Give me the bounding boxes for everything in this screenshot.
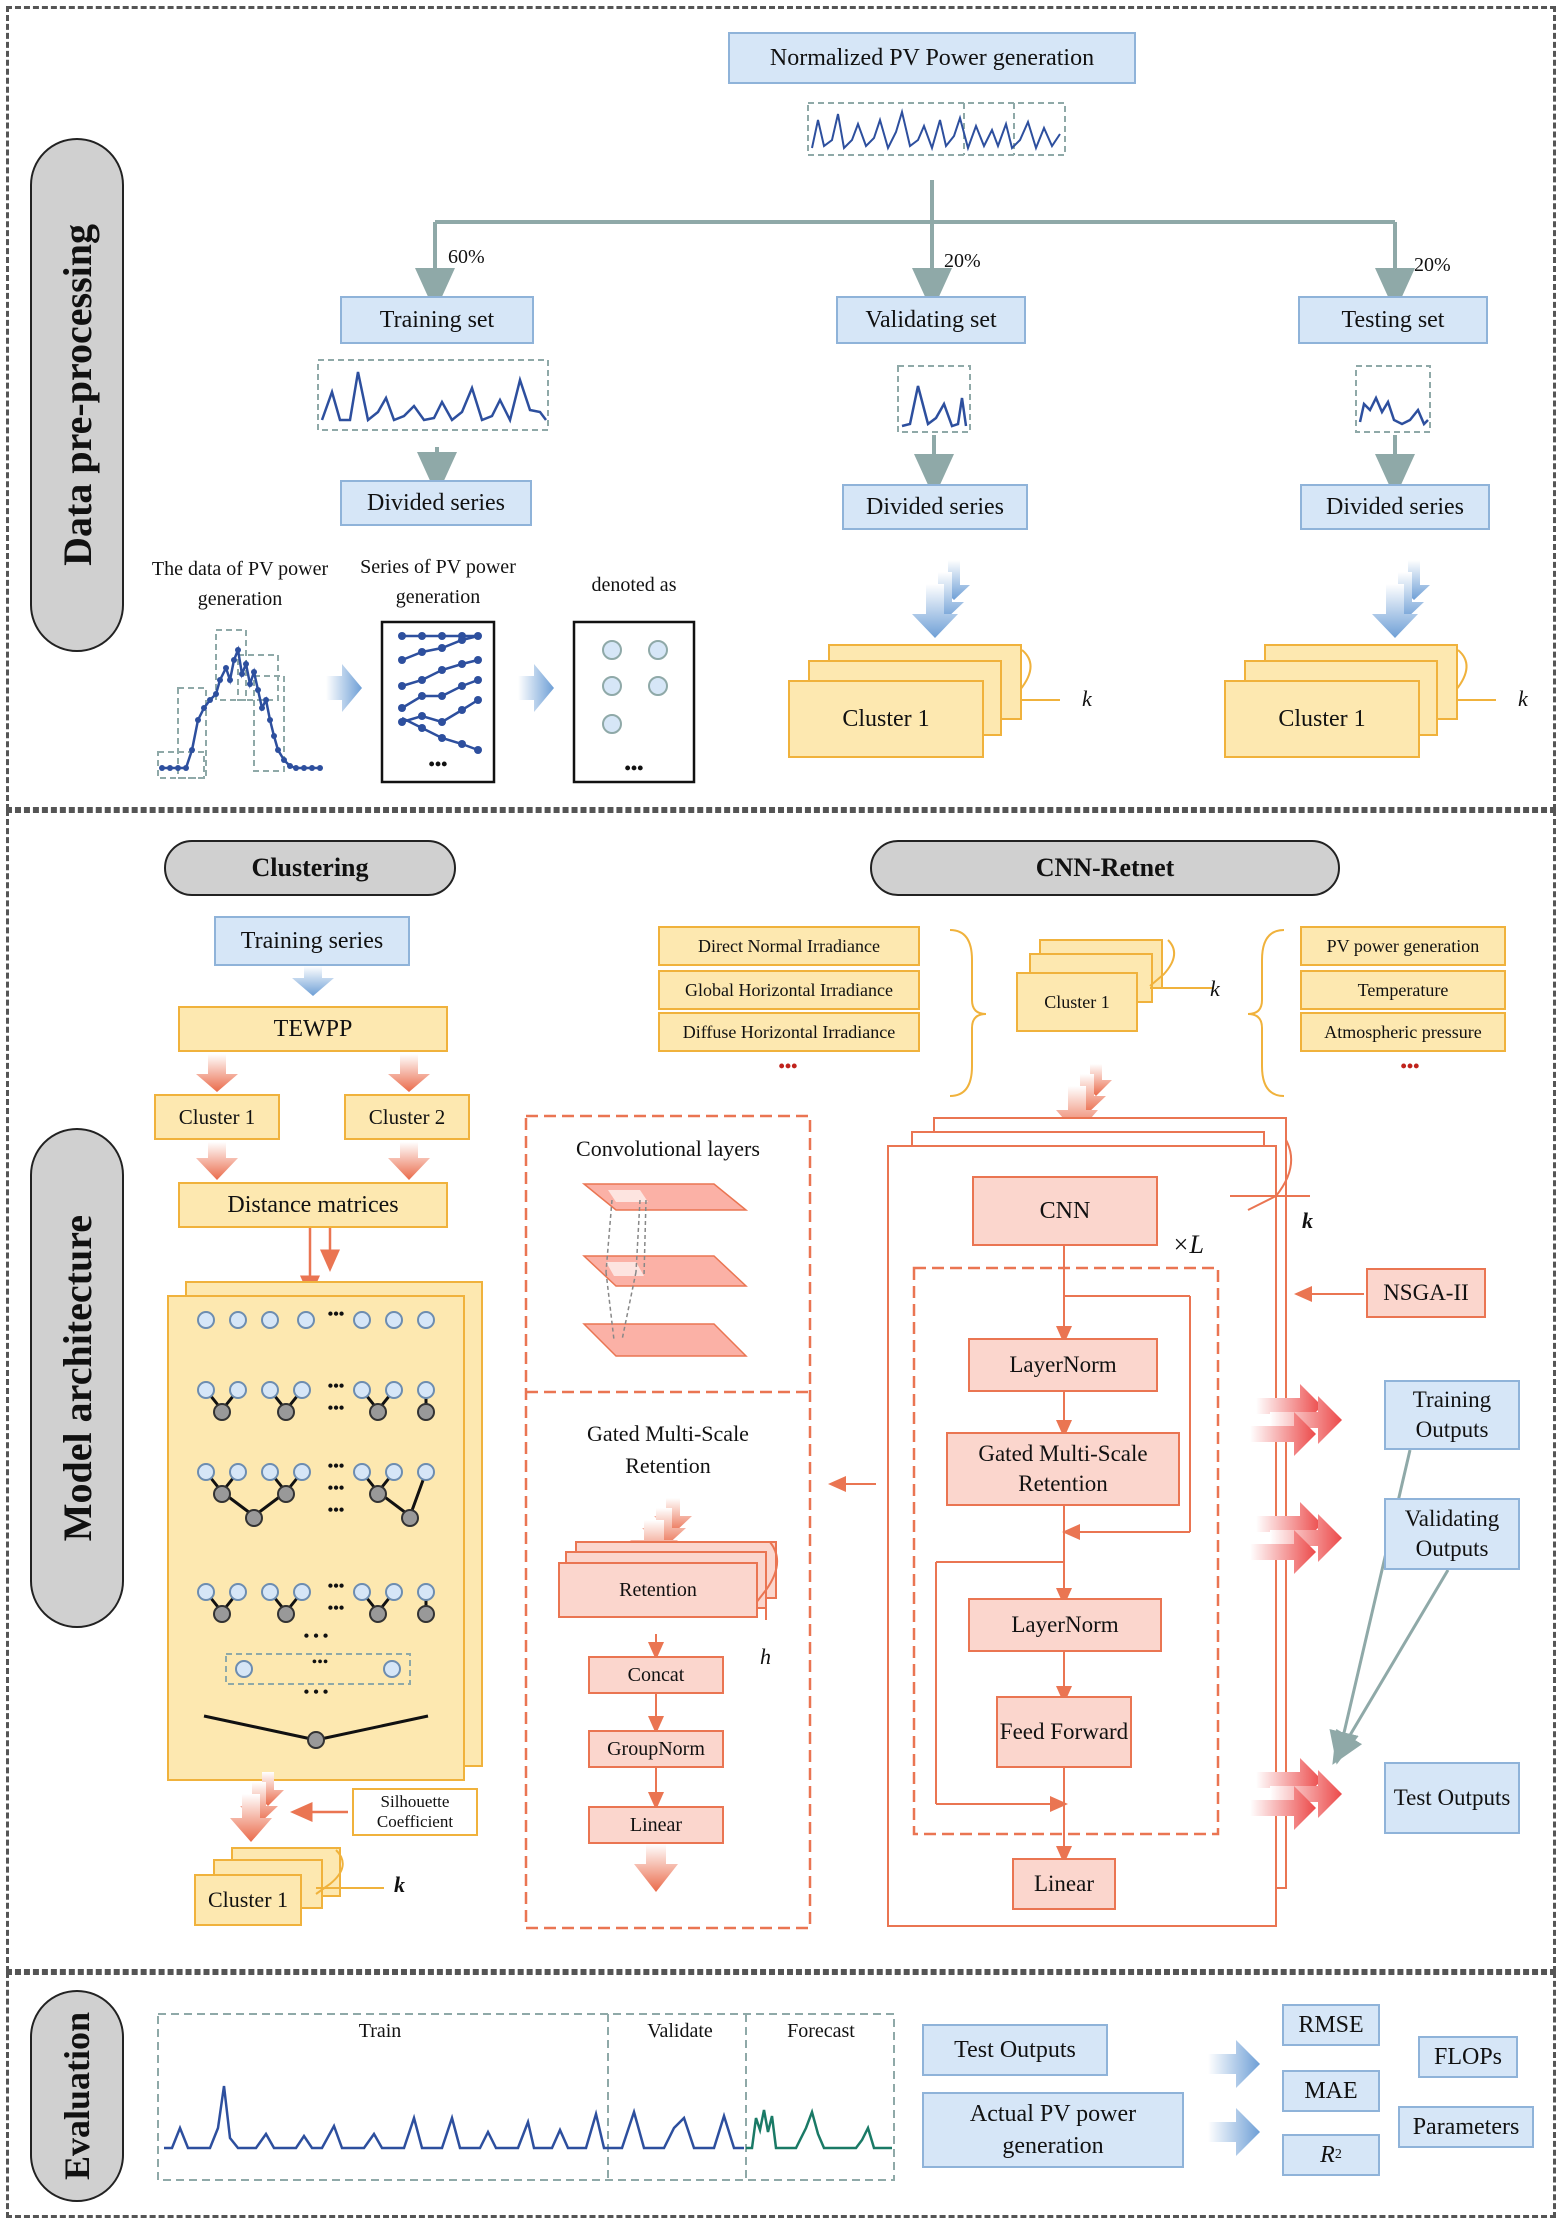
rmse-box: RMSE (1282, 2004, 1380, 2046)
eval-actual: Actual PV power generation (922, 2092, 1184, 2168)
model-pill: Model architecture (30, 1128, 124, 1628)
times-l-label: ×L (1172, 1230, 1205, 1259)
training-set-box: Training set (340, 296, 534, 344)
tree-dots-3: ••• (327, 1400, 345, 1417)
test-k-label: k (1518, 686, 1528, 711)
pct-test-label: 20% (1414, 254, 1451, 276)
divided-series-valid: Divided series (842, 484, 1028, 530)
denoted-ellipsis: ••• (624, 758, 644, 778)
tree-dots-8: ••• (327, 1600, 345, 1617)
frame-k-label: k (1302, 1208, 1313, 1233)
retention-h: h (760, 1644, 771, 1669)
mae-box: MAE (1282, 2070, 1380, 2112)
tree-dots-4: ••• (327, 1458, 345, 1475)
cluster2-box: Cluster 2 (344, 1094, 470, 1140)
feature-dhi: Diffuse Horizontal Irradiance (658, 1012, 920, 1052)
r2-sup: 2 (1334, 2147, 1342, 2162)
eval-train-label: Train (358, 2020, 402, 2042)
tree-dots-7: ••• (327, 1578, 345, 1595)
tree-vdots-3: • • • (303, 1684, 329, 1701)
cluster-out-k: k (394, 1872, 405, 1897)
normalized-pv-box: Normalized PV Power generation (728, 32, 1136, 84)
gmsr-block-box: Gated Multi-Scale Retention (946, 1432, 1180, 1506)
preprocessing-section (6, 6, 1556, 810)
layernorm-1-box: LayerNorm (968, 1338, 1158, 1392)
tewpp-box: TEWPP (178, 1006, 448, 1052)
eval-forecast-label: Forecast (787, 2020, 855, 2042)
tree-vdots-2: ••• (311, 1654, 329, 1671)
training-series-box: Training series (214, 916, 410, 966)
pct-valid-label: 20% (944, 250, 981, 272)
divided-series-test: Divided series (1300, 484, 1490, 530)
tree-dots-2: ••• (327, 1378, 345, 1395)
feature-pv: PV power generation (1300, 926, 1506, 966)
nsga-box: NSGA-II (1366, 1268, 1486, 1318)
validating-set-box: Validating set (836, 296, 1026, 344)
tree-dots-5: ••• (327, 1480, 345, 1497)
silhouette-box: Silhouette Coefficient (352, 1788, 478, 1836)
divided-series-train: Divided series (340, 480, 532, 526)
cluster1-box: Cluster 1 (154, 1094, 280, 1140)
cnn-cluster-k: k (1210, 976, 1220, 1001)
testing-set-box: Testing set (1298, 296, 1488, 344)
feature-ghi: Global Horizontal Irradiance (658, 970, 920, 1010)
retention-box: Retention (558, 1562, 758, 1618)
test-outputs-box: Test Outputs (1384, 1762, 1520, 1834)
clustering-pill: Clustering (164, 840, 456, 896)
gmsr-linear-box: Linear (588, 1806, 724, 1844)
eval-test-outputs: Test Outputs (922, 2024, 1108, 2076)
tree-vdots-1: • • • (303, 1628, 329, 1645)
denoted-label: denoted as (591, 574, 677, 596)
cnn-retnet-pill: CNN-Retnet (870, 840, 1340, 896)
feature-temp: Temperature (1300, 970, 1506, 1010)
training-outputs-box: Training Outputs (1384, 1380, 1520, 1450)
series-label: Series of PV power generation (360, 556, 516, 608)
layernorm-2-box: LayerNorm (968, 1598, 1162, 1652)
flops-box: FLOPs (1418, 2036, 1518, 2078)
distance-matrices-box: Distance matrices (178, 1182, 448, 1228)
pv-data-label: The data of PV power generation (151, 558, 329, 610)
right-more: ••• (1400, 1056, 1420, 1076)
feature-dni: Direct Normal Irradiance (658, 926, 920, 966)
cnn-cluster-1: Cluster 1 (1016, 972, 1138, 1032)
concat-box: Concat (588, 1656, 724, 1694)
validating-outputs-box: Validating Outputs (1384, 1498, 1520, 1570)
test-cluster-1: Cluster 1 (1224, 680, 1420, 758)
tree-dots-1: ••• (327, 1306, 345, 1323)
parameters-box: Parameters (1398, 2106, 1534, 2148)
model-section (6, 810, 1556, 1972)
pct-train-label: 60% (448, 246, 485, 268)
tree-dots-6: ••• (327, 1502, 345, 1519)
conv-layers-title: Convolutional layers (576, 1136, 760, 1161)
gmsr-title: Gated Multi-Scale Retention (587, 1421, 749, 1478)
series-ellipsis: ••• (428, 754, 448, 774)
eval-validate-label: Validate (647, 2020, 713, 2042)
feature-pressure: Atmospheric pressure (1300, 1012, 1506, 1052)
evaluation-pill: Evaluation (30, 1990, 124, 2202)
valid-k-label: k (1082, 686, 1092, 711)
feed-forward-box: Feed Forward (996, 1696, 1132, 1768)
cluster-out-box: Cluster 1 (194, 1874, 302, 1926)
left-more: ••• (778, 1056, 798, 1076)
groupnorm-box: GroupNorm (588, 1730, 724, 1768)
evaluation-section (6, 1972, 1556, 2218)
r2-base: R (1320, 2141, 1335, 2168)
output-linear-box: Linear (1012, 1858, 1116, 1910)
preprocessing-pill: Data pre-processing (30, 138, 124, 652)
valid-cluster-1: Cluster 1 (788, 680, 984, 758)
cnn-box: CNN (972, 1176, 1158, 1246)
